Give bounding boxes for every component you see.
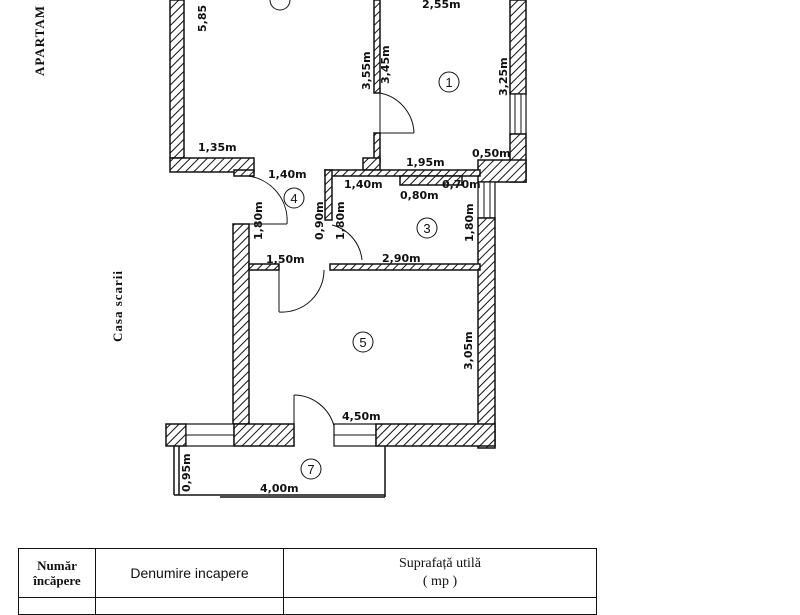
dim-4-50: 4,50m xyxy=(342,410,381,423)
room-number-4: 4 xyxy=(283,187,305,209)
room-3-right-wall xyxy=(477,181,496,449)
room-2-walls xyxy=(169,0,255,177)
header-room-name: Denumire incapere xyxy=(95,548,284,598)
room-number-3: 3 xyxy=(416,217,438,239)
table-cell xyxy=(283,597,597,615)
door-room-3 xyxy=(331,224,363,261)
dim-1-80-right: 1,80m xyxy=(463,203,476,242)
dim-1-50: 1,50m xyxy=(266,253,305,266)
header-room-number-line1: Număr xyxy=(37,558,77,573)
room-area-table: Număr încăpere Denumire incapere Suprafa… xyxy=(18,548,597,615)
door-room-1 xyxy=(379,92,415,134)
room-5-left-wall xyxy=(232,223,280,425)
dim-3-05: 3,05m xyxy=(462,331,475,370)
room-1-walls xyxy=(477,0,527,183)
table-header-row: Număr încăpere Denumire incapere Suprafa… xyxy=(18,548,597,598)
dim-0-95: 0,95m xyxy=(180,453,193,492)
table-cell xyxy=(18,597,96,615)
header-usable-area-line2: ( mp ) xyxy=(422,574,458,589)
dim-5-85: 5,85 xyxy=(196,5,209,32)
room-3-top-walls xyxy=(324,169,481,221)
dim-0-50: 0,50m xyxy=(472,147,511,160)
header-room-number-line2: încăpere xyxy=(33,573,81,588)
dim-2-90: 2,90m xyxy=(382,252,421,265)
partition-3-5 xyxy=(329,263,481,271)
dim-1-80-mid: 1,80m xyxy=(334,201,347,240)
dim-0-80: 0,80m xyxy=(400,189,439,202)
table-cell xyxy=(95,597,284,615)
dim-1-95: 1,95m xyxy=(406,156,445,169)
room-5-bottom-wall xyxy=(165,423,496,447)
header-usable-area-line1: Suprafață utilă xyxy=(398,556,482,571)
dim-0-90: 0,90m xyxy=(313,201,326,240)
dim-3-45: 3,45m xyxy=(379,45,392,84)
svg-text:7: 7 xyxy=(307,462,314,477)
stairwell-label: Casa scarii xyxy=(110,270,125,342)
room-number-7: 7 xyxy=(300,458,322,480)
dim-1-80-left: 1,80m xyxy=(252,201,265,240)
partition-1-2 xyxy=(362,0,381,171)
svg-text:4: 4 xyxy=(290,191,297,206)
dim-1-40-room3: 1,40m xyxy=(344,178,383,191)
dim-2-55: 2,55m xyxy=(422,0,461,11)
floor-plan: APARTAM Casa scarii xyxy=(32,0,527,498)
apartment-label: APARTAM xyxy=(32,5,47,76)
svg-text:1: 1 xyxy=(445,75,452,90)
balcony-7-outline xyxy=(173,446,386,498)
dim-3-25: 3,25m xyxy=(497,57,510,96)
door-room-4 xyxy=(247,175,288,225)
door-room-5 xyxy=(278,269,325,313)
header-usable-area: Suprafață utilă ( mp ) xyxy=(283,548,597,598)
table-row xyxy=(18,597,597,615)
room-number-5: 5 xyxy=(352,331,374,353)
dim-3-55: 3,55m xyxy=(360,51,373,90)
room-number-1: 1 xyxy=(438,71,460,93)
dim-1-35: 1,35m xyxy=(198,141,237,154)
room-number-2 xyxy=(269,0,291,11)
header-room-number: Număr încăpere xyxy=(18,548,96,598)
svg-text:3: 3 xyxy=(423,221,430,236)
dim-4-00: 4,00m xyxy=(260,482,299,495)
dim-0-70: 0,70m xyxy=(442,178,481,191)
dim-1-40-hall: 1,40m xyxy=(268,168,307,181)
door-balcony xyxy=(293,394,335,446)
svg-text:5: 5 xyxy=(359,335,366,350)
